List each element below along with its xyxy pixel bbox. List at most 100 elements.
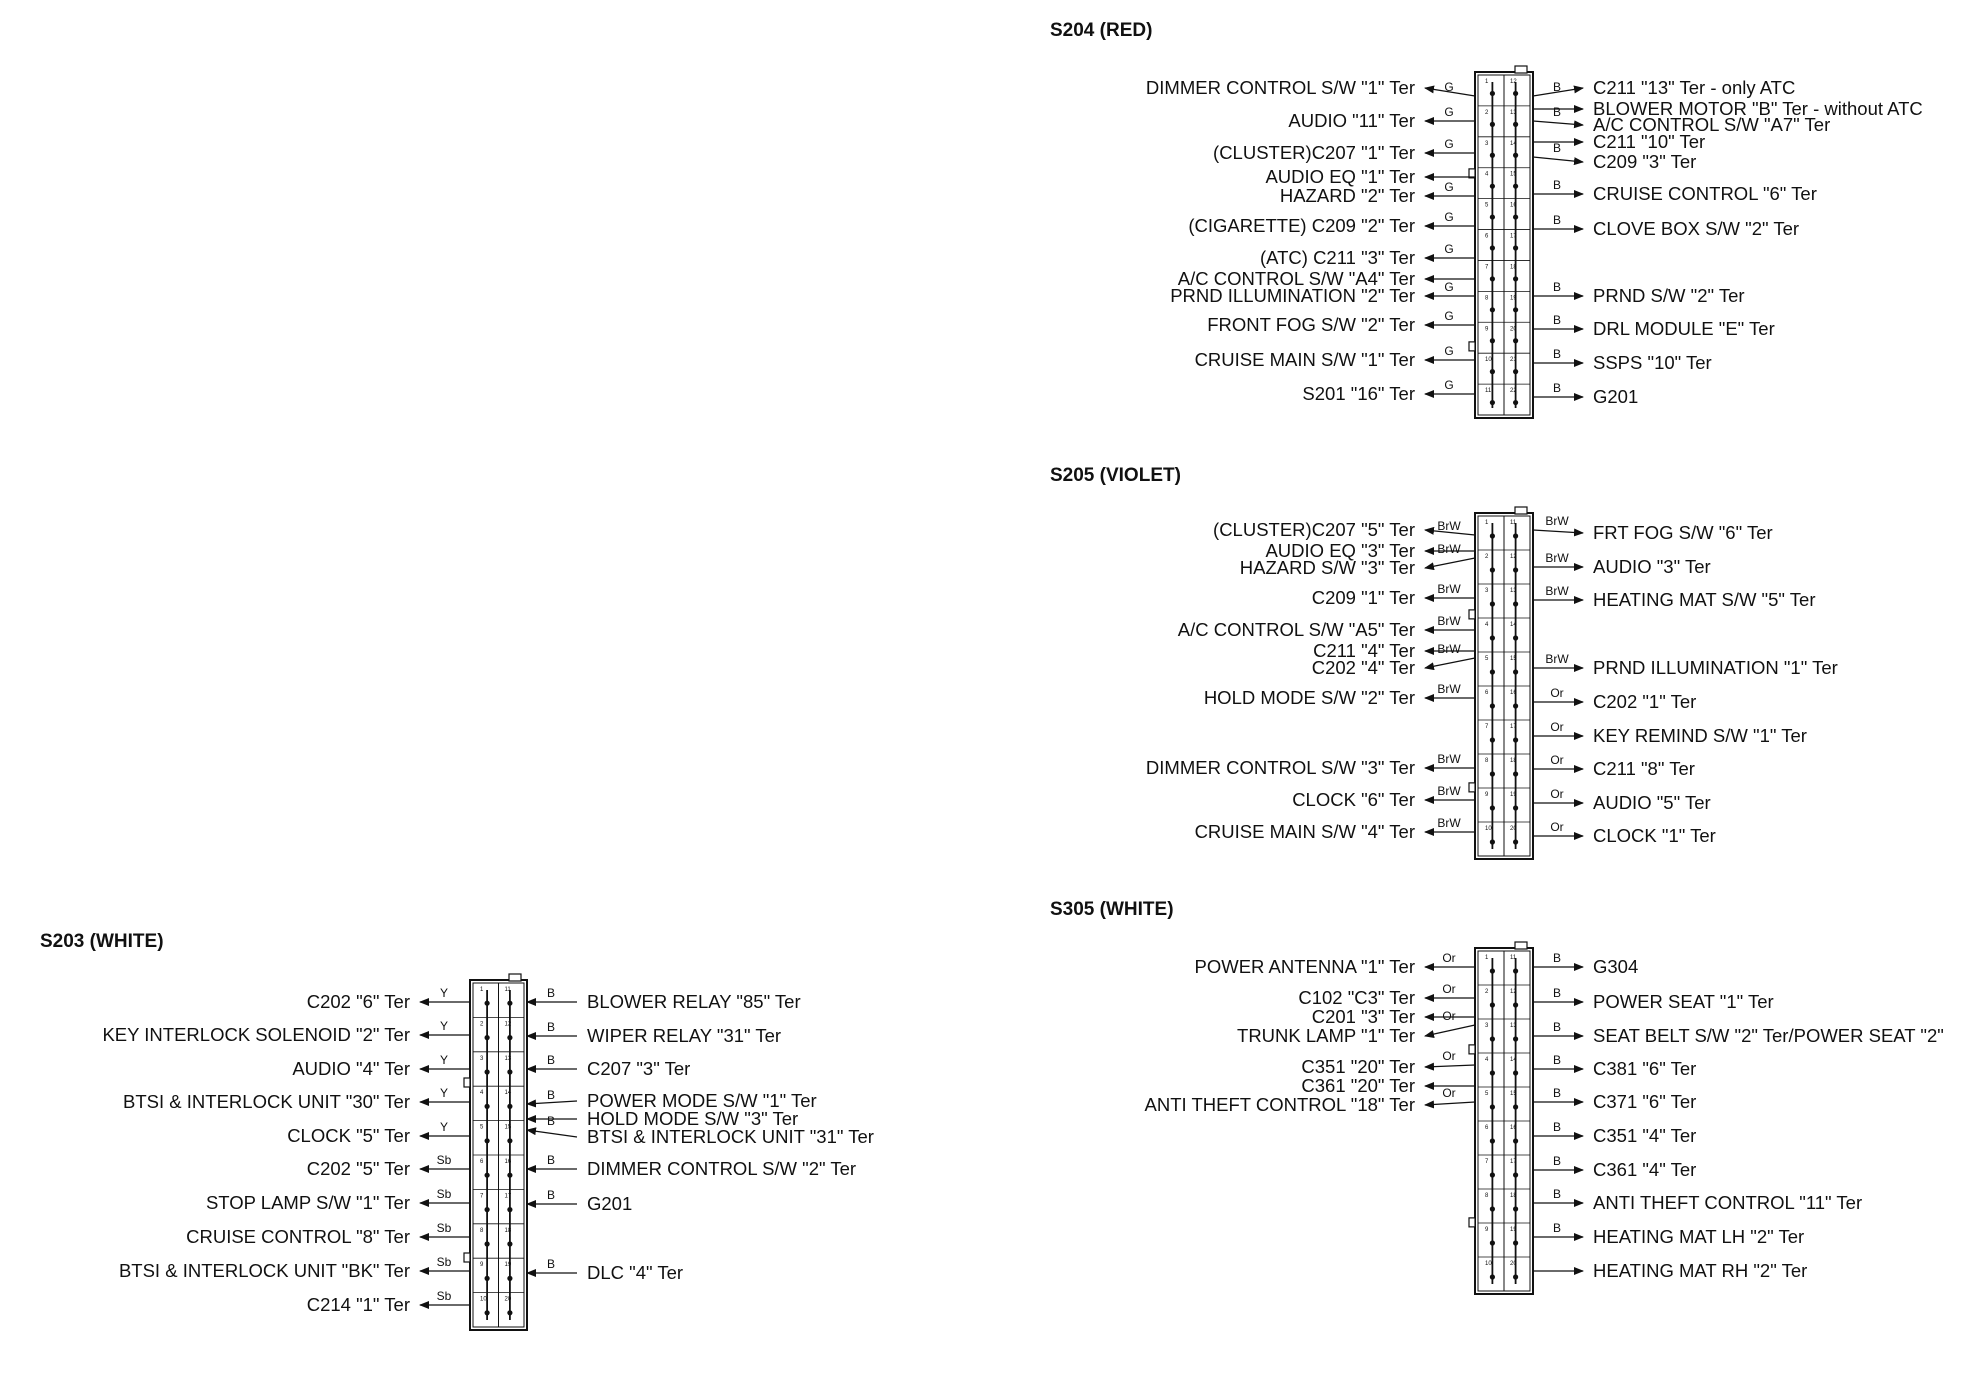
left-terminal-label: BTSI & INTERLOCK UNIT "30" Ter — [123, 1091, 410, 1112]
left-terminal-label: C214 "1" Ter — [307, 1294, 410, 1315]
left-wire-color: BrW — [1437, 582, 1461, 596]
left-wire-color: BrW — [1437, 816, 1461, 830]
left-wire-color: Or — [1442, 951, 1455, 965]
right-wire-color: BrW — [1545, 652, 1569, 666]
right-terminal-label: A/C CONTROL S/W "A7" Ter — [1593, 114, 1830, 135]
left-wire — [1424, 1062, 1476, 1071]
left-wire-color: Sb — [437, 1153, 452, 1167]
left-wire-color: BrW — [1437, 642, 1461, 656]
left-terminal-label: CLOCK "5" Ter — [287, 1125, 410, 1146]
svg-text:4: 4 — [1485, 172, 1489, 178]
svg-text:2: 2 — [1485, 110, 1489, 116]
left-wire-color: Or — [1442, 1049, 1455, 1063]
svg-text:16: 16 — [1510, 1125, 1517, 1131]
left-wire-color: BrW — [1437, 519, 1461, 533]
left-wire-color: G — [1444, 344, 1453, 358]
svg-text:5: 5 — [1485, 1091, 1489, 1097]
right-terminal-label: WIPER RELAY "31" Ter — [587, 1025, 781, 1046]
left-wire-color: Sb — [437, 1187, 452, 1201]
right-wire — [526, 1127, 578, 1138]
svg-text:18: 18 — [1510, 1193, 1517, 1199]
svg-text:5: 5 — [480, 1125, 484, 1131]
left-wire-color: BrW — [1437, 784, 1461, 798]
svg-text:14: 14 — [505, 1090, 512, 1096]
svg-text:1: 1 — [1485, 79, 1489, 85]
right-terminal-label: FRT FOG S/W "6" Ter — [1593, 522, 1773, 543]
svg-text:17: 17 — [505, 1193, 512, 1199]
right-wire-color: B — [547, 1114, 555, 1128]
svg-text:12: 12 — [505, 1021, 512, 1027]
left-wire-color: Sb — [437, 1289, 452, 1303]
svg-text:15: 15 — [1510, 656, 1517, 662]
right-wire-color: B — [1553, 280, 1561, 294]
svg-text:3: 3 — [1485, 1023, 1489, 1029]
left-wire — [1424, 1100, 1476, 1109]
svg-text:5: 5 — [1485, 656, 1489, 662]
left-terminal-label: HAZARD S/W "3" Ter — [1240, 557, 1415, 578]
left-terminal-label: DIMMER CONTROL S/W "1" Ter — [1146, 77, 1415, 98]
svg-text:22: 22 — [1510, 388, 1517, 394]
right-wire-color: BrW — [1545, 551, 1569, 565]
left-terminal-label: ANTI THEFT CONTROL "18" Ter — [1145, 1094, 1415, 1115]
left-terminal-label: C201 "3" Ter — [1312, 1006, 1415, 1027]
svg-text:19: 19 — [1510, 1227, 1517, 1233]
left-terminal-label: PRND ILLUMINATION "2" Ter — [1170, 285, 1415, 306]
right-terminal-label: POWER MODE S/W "1" Ter — [587, 1090, 817, 1111]
svg-text:7: 7 — [1485, 724, 1489, 730]
left-terminal-label: AUDIO EQ "3" Ter — [1265, 540, 1415, 561]
svg-text:6: 6 — [1485, 690, 1489, 696]
svg-text:13: 13 — [505, 1056, 512, 1062]
svg-text:15: 15 — [1510, 1091, 1517, 1097]
svg-text:2: 2 — [480, 1021, 484, 1027]
right-terminal-label: C202 "1" Ter — [1593, 691, 1696, 712]
right-terminal-label: CLOVE BOX S/W "2" Ter — [1593, 218, 1799, 239]
left-terminal-label: C102 "C3" Ter — [1298, 987, 1415, 1008]
right-wire-color: B — [1553, 141, 1561, 155]
svg-text:2: 2 — [1485, 989, 1489, 995]
right-wire-color: BrW — [1545, 514, 1569, 528]
right-wire — [1532, 528, 1584, 537]
right-terminal-label: HOLD MODE S/W "3" Ter — [587, 1108, 798, 1129]
left-wire-color: BrW — [1437, 752, 1461, 766]
svg-text:17: 17 — [1510, 234, 1517, 240]
left-wire-color: Sb — [437, 1221, 452, 1235]
right-terminal-label: C361 "4" Ter — [1593, 1159, 1696, 1180]
svg-text:3: 3 — [1485, 588, 1489, 594]
svg-text:11: 11 — [505, 987, 512, 993]
left-wire-color: BrW — [1437, 614, 1461, 628]
right-wire-color: B — [1553, 313, 1561, 327]
right-wire-color: B — [1553, 80, 1561, 94]
svg-text:7: 7 — [1485, 264, 1489, 270]
svg-text:19: 19 — [505, 1262, 512, 1268]
right-terminal-label: CRUISE CONTROL "6" Ter — [1593, 183, 1817, 204]
right-terminal-label: G304 — [1593, 956, 1638, 977]
right-terminal-label: PRND S/W "2" Ter — [1593, 285, 1745, 306]
svg-text:15: 15 — [505, 1125, 512, 1131]
svg-text:16: 16 — [505, 1159, 512, 1165]
svg-text:13: 13 — [1510, 588, 1517, 594]
right-wire-color: Or — [1550, 720, 1563, 734]
right-wire-color: Or — [1550, 787, 1563, 801]
left-terminal-label: HAZARD "2" Ter — [1280, 185, 1415, 206]
left-wire-color: Y — [440, 986, 448, 1000]
left-wire — [1424, 526, 1476, 536]
right-wire — [1532, 85, 1584, 97]
left-terminal-label: (ATC) C211 "3" Ter — [1260, 247, 1415, 268]
left-wire-color: Or — [1442, 982, 1455, 996]
left-terminal-label: TRUNK LAMP "1" Ter — [1237, 1025, 1415, 1046]
svg-text:15: 15 — [1510, 172, 1517, 178]
left-wire-color: Y — [440, 1019, 448, 1033]
svg-text:6: 6 — [1485, 234, 1489, 240]
right-wire-color: B — [1553, 1221, 1561, 1235]
svg-text:9: 9 — [480, 1262, 484, 1268]
svg-text:19: 19 — [1510, 295, 1517, 301]
right-wire-color: B — [1553, 1053, 1561, 1067]
right-terminal-label: HEATING MAT RH "2" Ter — [1593, 1260, 1807, 1281]
right-terminal-label: DRL MODULE "E" Ter — [1593, 318, 1775, 339]
right-wire-color: B — [547, 986, 555, 1000]
